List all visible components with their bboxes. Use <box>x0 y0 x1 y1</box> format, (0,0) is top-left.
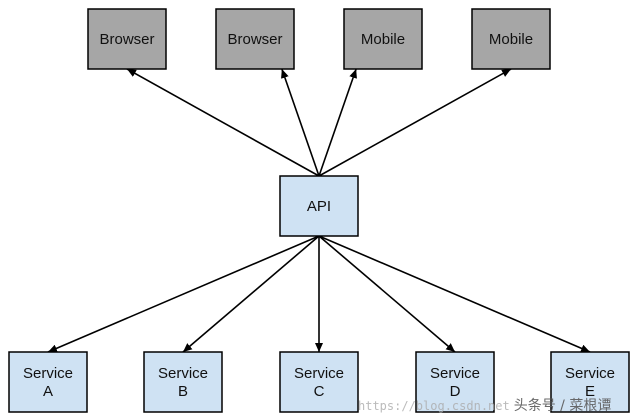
node-browser-2-box <box>215 8 295 70</box>
node-api-label-1: API <box>307 198 331 215</box>
node-service-b-box <box>143 351 223 413</box>
node-service-e-label-1: Service <box>565 365 615 382</box>
watermark-url: https://blog.csdn.net <box>358 399 510 413</box>
node-browser-1-box <box>87 8 167 70</box>
node-api: API <box>279 175 359 237</box>
edge-api-to-service-d <box>318 235 456 353</box>
node-service-d-label-2: D <box>450 383 461 400</box>
node-service-a-box <box>8 351 88 413</box>
edge-api-to-service-e <box>318 235 591 353</box>
node-api-box <box>279 175 359 237</box>
edge-api-to-mobile-1 <box>318 68 357 177</box>
node-service-a-label-1: Service <box>23 365 73 382</box>
node-mobile-1-label-1: Mobile <box>361 31 405 48</box>
node-service-b-label-1: Service <box>158 365 208 382</box>
edge-api-to-service-a <box>47 235 320 353</box>
edge-api-to-browser-1 <box>126 68 320 177</box>
node-service-c-label-2: C <box>314 383 325 400</box>
node-mobile-2: Mobile <box>471 8 551 70</box>
node-browser-2: Browser <box>215 8 295 70</box>
edge-api-to-mobile-2 <box>318 68 512 177</box>
node-service-d-label-1: Service <box>430 365 480 382</box>
node-browser-2-label-1: Browser <box>227 31 282 48</box>
node-mobile-1-box <box>343 8 423 70</box>
node-mobile-2-box <box>471 8 551 70</box>
node-service-d-box <box>415 351 495 413</box>
node-mobile-2-label-1: Mobile <box>489 31 533 48</box>
node-browser-1-label-1: Browser <box>99 31 154 48</box>
node-browser-1: Browser <box>87 8 167 70</box>
node-mobile-1: Mobile <box>343 8 423 70</box>
edge-api-to-service-b <box>182 235 320 353</box>
edge-api-to-browser-2 <box>281 68 320 177</box>
node-service-c-label-1: Service <box>294 365 344 382</box>
edges <box>47 68 591 353</box>
watermark-brand: 头条号 / 菜根谭 <box>513 398 612 414</box>
node-service-a-label-2: A <box>43 383 53 400</box>
node-service-e-label-2: E <box>585 383 595 400</box>
node-service-c-box <box>279 351 359 413</box>
node-service-e-box <box>550 351 630 413</box>
node-service-b-label-2: B <box>178 383 188 400</box>
